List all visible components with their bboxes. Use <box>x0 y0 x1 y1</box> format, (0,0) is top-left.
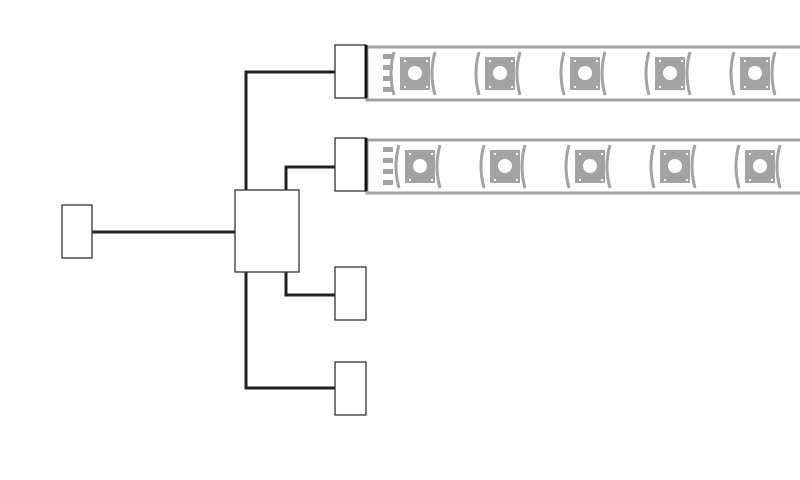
contact-pad <box>383 158 393 163</box>
led-chip <box>729 51 777 96</box>
led-chip <box>644 51 692 96</box>
wire-output-2 <box>284 165 335 190</box>
contact-pad <box>383 54 393 59</box>
contact-pad <box>383 169 393 174</box>
led-chip <box>734 144 782 189</box>
output-connector-3 <box>334 266 367 321</box>
led-chip <box>559 51 607 96</box>
output-connector-1 <box>334 44 367 99</box>
splitter-hub <box>234 189 300 273</box>
led-strip-1 <box>365 45 800 102</box>
output-connector-4 <box>334 361 367 416</box>
input-connector <box>61 204 93 259</box>
contact-pad <box>383 76 393 81</box>
led-chip <box>394 144 442 189</box>
led-chip <box>389 51 437 96</box>
wire-output-4 <box>244 272 335 390</box>
contact-pad <box>383 87 393 92</box>
led-chip <box>479 144 527 189</box>
wire-output-3 <box>284 272 335 297</box>
led-strip-2 <box>365 138 800 195</box>
contact-pad <box>383 65 393 70</box>
output-connector-2 <box>334 137 367 192</box>
wire-output-1 <box>244 70 335 190</box>
led-chip <box>474 51 522 96</box>
led-chip <box>649 144 697 189</box>
wires <box>92 70 335 390</box>
led-chip <box>564 144 612 189</box>
boxes <box>61 44 367 416</box>
contact-pad <box>383 180 393 185</box>
contact-pad <box>383 147 393 152</box>
